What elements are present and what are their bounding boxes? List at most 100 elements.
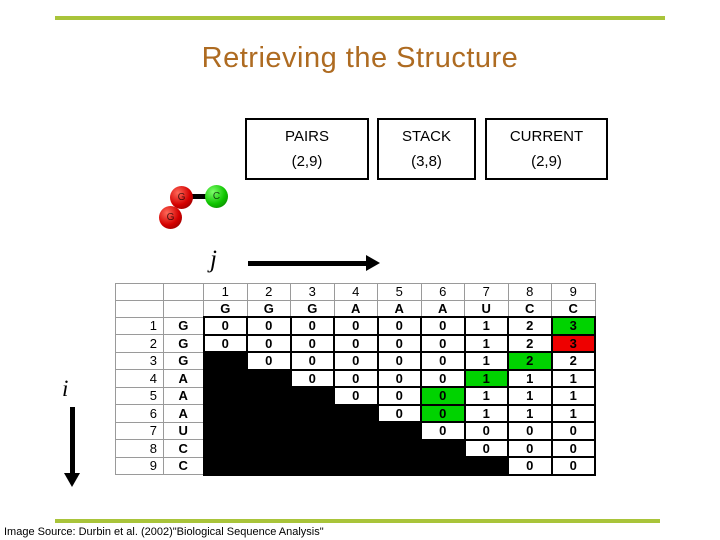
- matrix-value-cell: 1: [463, 333, 509, 353]
- i-axis-label: i: [62, 376, 69, 401]
- matrix-black-cell: [202, 351, 248, 371]
- matrix-row-number: 2: [115, 334, 164, 353]
- matrix-col-letter: G: [203, 299, 248, 318]
- matrix-value-cell: 0: [376, 386, 422, 406]
- matrix-value-cell: 0: [550, 456, 596, 476]
- matrix-black-cell: [202, 403, 248, 423]
- matrix-value-cell: 0: [333, 351, 379, 371]
- matrix-black-cell: [246, 403, 292, 423]
- matrix-col-number: 8: [507, 283, 552, 301]
- j-axis-arrow: [248, 261, 366, 266]
- matrix-black-cell: [333, 421, 379, 441]
- matrix-value-cell: 0: [289, 368, 335, 388]
- matrix-value-cell: 1: [463, 351, 509, 371]
- matrix-value-cell: 0: [550, 438, 596, 458]
- matrix-value-cell: 0: [463, 421, 509, 441]
- current-box: CURRENT (2,9): [485, 118, 608, 180]
- base-pair-bond-line: [186, 194, 212, 199]
- top-accent-line: [55, 16, 665, 20]
- matrix-black-cell: [246, 456, 292, 476]
- stack-box-label: STACK: [402, 128, 451, 145]
- matrix-col-number: 3: [290, 283, 335, 301]
- matrix-value-cell: 0: [289, 316, 335, 336]
- matrix-value-cell: 0: [246, 316, 292, 336]
- matrix-value-cell: 1: [463, 316, 509, 336]
- matrix-col-letter: G: [246, 299, 291, 318]
- matrix-value-cell: 1: [463, 386, 509, 406]
- matrix-value-cell: 0: [333, 386, 379, 406]
- matrix-value-cell: 0: [376, 333, 422, 353]
- matrix-value-cell: 1: [463, 403, 509, 423]
- matrix-black-cell: [376, 421, 422, 441]
- matrix-col-number: 5: [377, 283, 422, 301]
- matrix-black-cell: [202, 421, 248, 441]
- matrix-row-letter: U: [163, 421, 204, 440]
- i-axis-arrowhead-icon: [64, 473, 80, 487]
- matrix-black-cell: [289, 386, 335, 406]
- matrix-black-cell: [289, 438, 335, 458]
- matrix-row-number: 3: [115, 351, 164, 370]
- matrix-col-letter: A: [420, 299, 465, 318]
- matrix-value-cell: 1: [550, 368, 596, 388]
- matrix-black-cell: [246, 438, 292, 458]
- matrix-value-cell: 0: [333, 333, 379, 353]
- nucleotide-bead-g: G: [170, 186, 193, 209]
- matrix-black-cell: [463, 456, 509, 476]
- matrix-value-cell: 0: [202, 333, 248, 353]
- matrix-value-cell: 1: [507, 368, 553, 388]
- matrix-value-cell: 0: [420, 421, 466, 441]
- matrix-value-cell: 0: [420, 351, 466, 371]
- matrix-row-letter: G: [163, 334, 204, 353]
- matrix-row-letter: C: [163, 456, 204, 475]
- stack-box: STACK (3,8): [377, 118, 476, 180]
- matrix-corner-cell: [163, 299, 204, 318]
- slide-title: Retrieving the Structure: [201, 42, 519, 74]
- matrix-col-letter: A: [333, 299, 378, 318]
- matrix-value-cell: 2: [507, 333, 553, 353]
- matrix-value-cell: 1: [507, 386, 553, 406]
- matrix-value-cell: 0: [333, 316, 379, 336]
- j-axis-label: j: [210, 246, 217, 273]
- matrix-col-letter: A: [377, 299, 422, 318]
- bottom-accent-line: [55, 519, 660, 523]
- matrix-black-cell: [333, 403, 379, 423]
- current-box-value: (2,9): [531, 153, 562, 170]
- matrix-black-cell: [420, 438, 466, 458]
- matrix-value-cell: 0: [289, 333, 335, 353]
- matrix-value-cell: 0: [420, 316, 466, 336]
- matrix-value-cell: 0: [507, 438, 553, 458]
- matrix-value-cell: 1: [507, 403, 553, 423]
- matrix-value-cell: 0: [507, 421, 553, 441]
- matrix-row-letter: A: [163, 369, 204, 388]
- matrix-col-number: 1: [203, 283, 248, 301]
- matrix-value-cell: 0: [376, 351, 422, 371]
- matrix-black-cell: [420, 456, 466, 476]
- matrix-row-letter: A: [163, 404, 204, 423]
- matrix-value-cell: 0: [420, 333, 466, 353]
- matrix-traceback-cell-green: 3: [550, 316, 596, 336]
- matrix-row-number: 6: [115, 404, 164, 423]
- matrix-black-cell: [202, 368, 248, 388]
- matrix-current-cell-red: 3: [550, 333, 596, 353]
- matrix-row-number: 7: [115, 421, 164, 440]
- matrix-black-cell: [202, 438, 248, 458]
- pairs-box: PAIRS (2,9): [245, 118, 369, 180]
- pairs-box-label: PAIRS: [285, 128, 329, 145]
- matrix-col-number: 9: [551, 283, 596, 301]
- matrix-corner-cell: [115, 283, 164, 301]
- matrix-col-letter: C: [551, 299, 596, 318]
- matrix-black-cell: [246, 368, 292, 388]
- matrix-row-letter: G: [163, 351, 204, 370]
- matrix-black-cell: [376, 438, 422, 458]
- matrix-value-cell: 0: [420, 368, 466, 388]
- pairs-box-value: (2,9): [291, 153, 323, 170]
- matrix-value-cell: 0: [463, 438, 509, 458]
- j-axis-arrowhead-icon: [366, 255, 380, 271]
- matrix-col-letter: G: [290, 299, 335, 318]
